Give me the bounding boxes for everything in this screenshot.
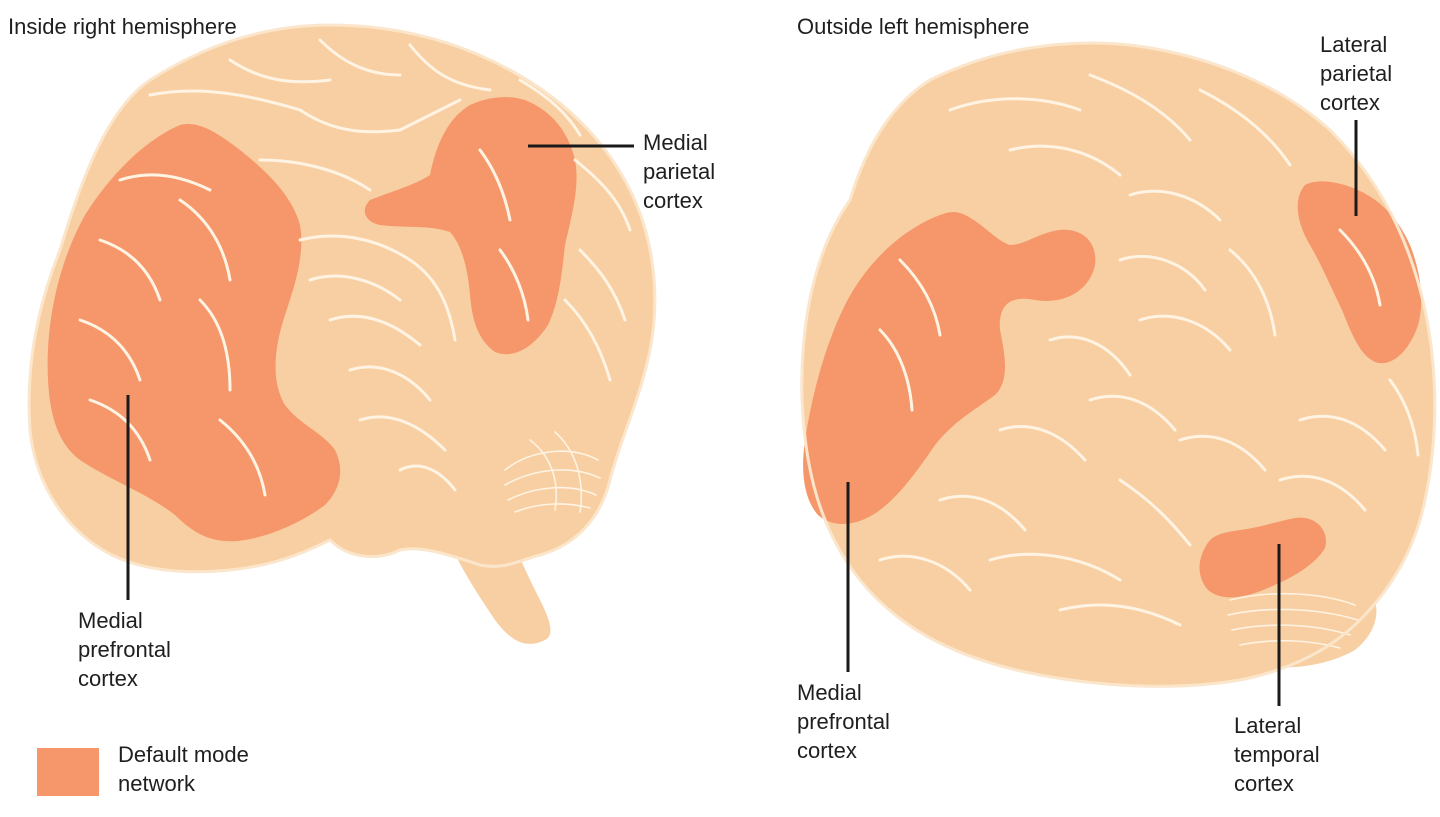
- legend-swatch: [37, 748, 99, 796]
- label-right-medial-prefrontal-cortex: Medial prefrontal cortex: [797, 680, 890, 763]
- left-brain-medial-view: [27, 23, 657, 644]
- right-brain-sulci: [878, 73, 1420, 627]
- right-lateral-parietal-region: [1297, 181, 1422, 364]
- left-medial-prefrontal-region: [47, 124, 341, 542]
- right-medial-prefrontal-region: [803, 211, 1096, 525]
- label-right-lateral-temporal-cortex: Lateral temporal cortex: [1234, 713, 1320, 796]
- right-lateral-temporal-region: [1199, 517, 1326, 598]
- left-brain-sulci: [78, 38, 632, 497]
- panel-title-left: Inside right hemisphere: [8, 14, 237, 39]
- left-brain-stem: [440, 510, 551, 644]
- right-brain-lateral-view: [800, 41, 1437, 688]
- label-right-lateral-parietal-cortex: Lateral parietal cortex: [1320, 32, 1393, 115]
- label-left-medial-prefrontal-cortex: Medial prefrontal cortex: [78, 608, 171, 691]
- leader-lines: [126, 120, 1358, 706]
- left-brain-outline: [27, 23, 657, 574]
- left-medial-parietal-region: [364, 97, 577, 355]
- legend-label: Default mode network: [118, 742, 249, 796]
- panel-title-right: Outside left hemisphere: [797, 14, 1030, 39]
- left-brain-cerebellum: [484, 412, 613, 526]
- left-cerebellum-folia: [504, 431, 601, 513]
- right-brain-outline: [800, 41, 1437, 688]
- label-left-medial-parietal-cortex: Medial parietal cortex: [643, 130, 716, 213]
